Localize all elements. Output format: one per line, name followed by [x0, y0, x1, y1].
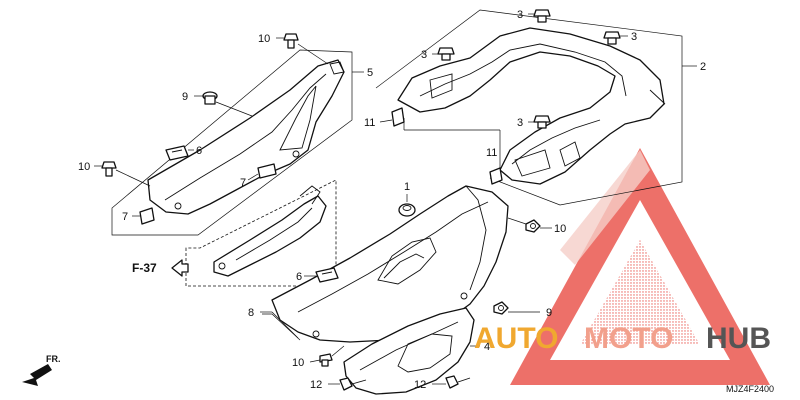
callout-5: 5: [367, 67, 373, 79]
bolt-part-3-a: [533, 9, 551, 23]
callout-3-b: 3: [421, 49, 427, 61]
screw-part-12-a: [339, 377, 367, 391]
callout-7-a: 7: [240, 177, 246, 189]
callout-8: 8: [248, 307, 254, 319]
callout-11-b: 11: [486, 147, 497, 159]
pad-part-7-a: [257, 163, 277, 179]
bracket-part-2: [375, 9, 683, 206]
bolt-part-9-b: [493, 301, 509, 315]
bracket-part-8: [262, 313, 301, 341]
callout-1: 1: [404, 181, 410, 193]
clip-part-11-lower: [489, 167, 503, 185]
lower-cover-part-4: [343, 307, 475, 395]
callout-4: 4: [484, 341, 490, 353]
pad-part-6-upper: [165, 145, 189, 161]
watermark-text: AUTO MOTO HUB: [474, 322, 771, 355]
watermark-moto: MOTO: [584, 322, 673, 355]
callout-10-b: 10: [78, 161, 90, 173]
diagram-code: MJZ4F2400: [726, 384, 774, 394]
callout-9-a: 9: [182, 91, 188, 103]
grommet-part-9: [202, 91, 218, 105]
bolt-part-3-c: [603, 31, 621, 45]
reference-label: F-37: [132, 261, 157, 275]
front-direction-arrow: [22, 364, 52, 386]
callout-10-d: 10: [292, 357, 304, 369]
watermark-hub: HUB: [706, 322, 771, 355]
watermark-logo: [510, 148, 770, 385]
callout-10-a: 10: [258, 33, 270, 45]
callout-7-b: 7: [122, 211, 128, 223]
callout-6-b: 6: [296, 271, 302, 283]
screw-part-12-b: [445, 375, 471, 389]
callout-10-c: 10: [554, 223, 566, 235]
bolt-part-3-d: [533, 115, 551, 129]
callout-11-a: 11: [364, 117, 375, 129]
callout-12-a: 12: [310, 379, 322, 391]
callout-9-b: 9: [546, 307, 552, 319]
grommet-part-1: [398, 203, 416, 217]
pad-part-6-lower: [315, 267, 339, 283]
bolt-part-10-b: [101, 161, 117, 177]
front-direction-label: FR.: [46, 354, 61, 364]
reference-arrow-f37: [171, 259, 189, 277]
bolt-part-10-d: [319, 353, 333, 367]
callout-3-c: 3: [631, 31, 637, 43]
side-cover-part-5: [147, 59, 345, 215]
clip-part-11-upper: [391, 107, 405, 127]
watermark-auto: AUTO: [474, 322, 558, 355]
bracket-part-7: [213, 185, 327, 277]
grab-rail-part-2: [397, 27, 666, 185]
pad-part-7-b: [139, 207, 155, 225]
callout-2: 2: [700, 61, 706, 73]
bolt-part-3-b: [437, 47, 455, 61]
bolt-part-10-c: [525, 219, 541, 233]
callout-3-d: 3: [517, 117, 523, 129]
callout-12-b: 12: [414, 379, 426, 391]
bolt-part-10-a: [283, 33, 299, 49]
bracket-part-5: [111, 49, 353, 236]
callout-3-a: 3: [517, 9, 523, 21]
side-cover-part-8: [271, 185, 509, 343]
callout-6-a: 6: [196, 145, 202, 157]
